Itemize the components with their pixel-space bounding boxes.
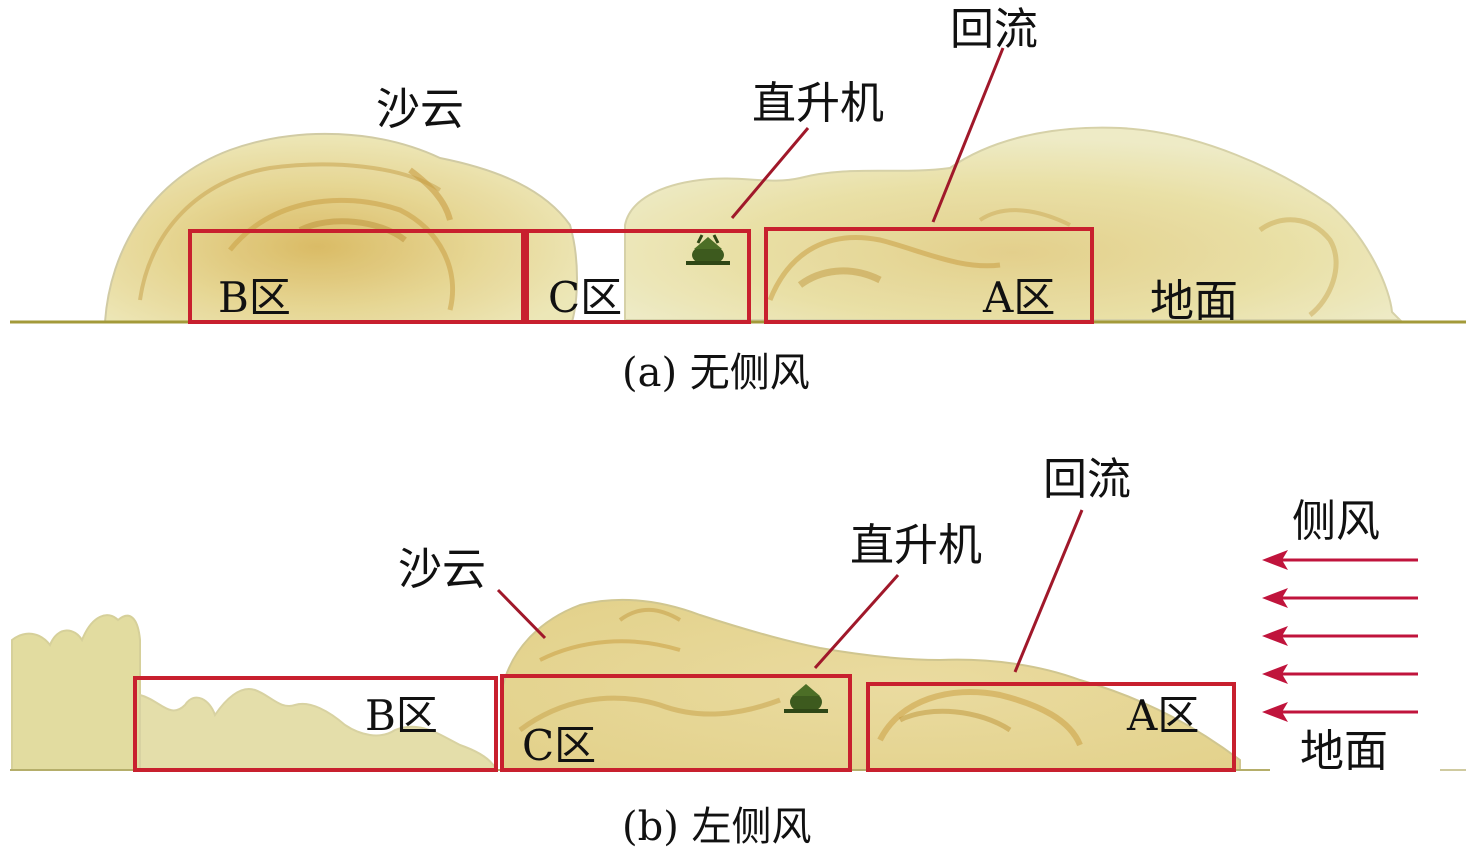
zone-label-a-a: A区	[982, 273, 1055, 322]
zone-label-a-b: A区	[1126, 691, 1199, 740]
wind-arrow-head	[1262, 702, 1288, 722]
panel-b: B区 C区 A区 沙云 直升机 回流 侧风 地面 (b) 左侧风	[10, 454, 1466, 850]
leader-helicopter-a	[730, 127, 810, 219]
zone-box-b-b	[133, 676, 498, 772]
helicopter-label-a: 直升机	[752, 78, 884, 129]
wind-arrow-head	[1262, 664, 1288, 684]
helicopter-icon-b	[784, 684, 828, 713]
zone-label-b-a: B区	[218, 273, 291, 322]
ground-label-b: 地面	[1300, 726, 1388, 777]
ground-label-a: 地面	[1150, 276, 1238, 327]
helicopter-icon	[686, 234, 730, 265]
zone-label-b-b: B区	[365, 691, 438, 740]
caption-a: (a) 无侧风	[622, 350, 810, 396]
leader-sand-cloud-b	[496, 588, 547, 640]
zone-box-a-a	[764, 227, 1094, 324]
wind-arrow-head	[1262, 626, 1288, 646]
helicopter-label-b: 直升机	[850, 520, 982, 571]
zone-box-c-a	[525, 229, 751, 324]
wind-arrow-head	[1262, 588, 1288, 608]
panel-a: B区 C区 A区 沙云 直升机 回流 地面 (a) 无侧风	[10, 4, 1466, 396]
crosswind-label-b: 侧风	[1292, 496, 1380, 547]
wind-arrow-head	[1262, 550, 1288, 570]
sand-cloud-label-b: 沙云	[398, 544, 486, 595]
leader-recirculation-b	[1013, 509, 1084, 673]
zone-box-b-a	[188, 229, 525, 324]
recirculation-label-a: 回流	[950, 4, 1038, 55]
sand-cloud-label-a: 沙云	[376, 84, 464, 135]
zone-label-c-b: C区	[522, 721, 596, 770]
zone-label-c-a: C区	[548, 273, 622, 322]
caption-b: (b) 左侧风	[622, 804, 812, 850]
sand-cloud-a	[103, 126, 1403, 323]
leader-helicopter-b	[813, 574, 900, 669]
recirculation-label-b: 回流	[1043, 454, 1131, 505]
crosswind-arrows	[1262, 550, 1418, 722]
zone-box-c-b	[500, 674, 852, 772]
zone-box-a-b	[866, 682, 1236, 772]
leader-recirculation-a	[931, 47, 1005, 223]
